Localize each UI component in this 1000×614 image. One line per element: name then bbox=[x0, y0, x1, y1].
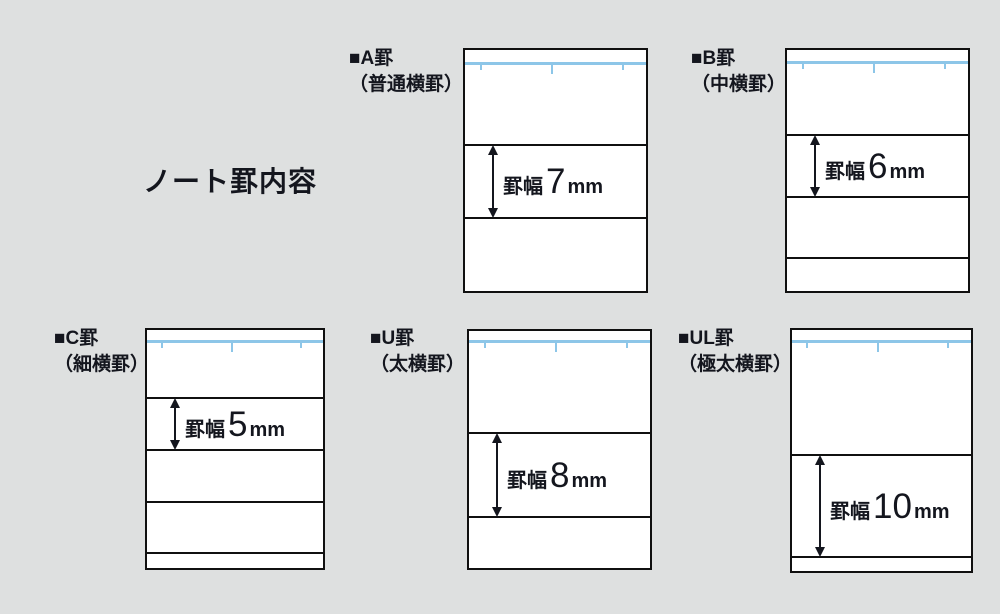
rule-line bbox=[787, 134, 968, 136]
rule-label-B: ■B罫 （中横罫） bbox=[691, 46, 786, 98]
arrow-head-up-icon bbox=[492, 433, 502, 443]
left-tick bbox=[483, 343, 486, 348]
arrow-head-down-icon bbox=[488, 208, 498, 218]
header-line bbox=[787, 61, 968, 64]
diagram-title: ノート罫内容 bbox=[143, 166, 318, 197]
left-tick bbox=[161, 343, 164, 348]
arrow-head-up-icon bbox=[170, 398, 180, 408]
measure-arrow bbox=[809, 135, 821, 197]
rule-name: ■B罫 bbox=[691, 48, 736, 69]
left-tick bbox=[479, 65, 482, 70]
rule-line bbox=[792, 556, 971, 558]
arrow-head-up-icon bbox=[810, 135, 820, 145]
header-line bbox=[147, 340, 323, 343]
right-tick bbox=[299, 343, 302, 348]
rule-name: ■C罫 bbox=[54, 328, 99, 349]
center-tick bbox=[550, 65, 553, 74]
arrow-head-up-icon bbox=[815, 455, 825, 465]
header-line bbox=[469, 340, 650, 343]
width-value: 7 bbox=[546, 162, 566, 201]
arrow-head-up-icon bbox=[488, 145, 498, 155]
center-tick bbox=[554, 343, 557, 352]
width-label-prefix: 罫幅 bbox=[185, 418, 225, 441]
arrow-head-down-icon bbox=[170, 440, 180, 450]
rule-name: ■UL罫 bbox=[678, 328, 734, 349]
width-label-prefix: 罫幅 bbox=[830, 500, 870, 523]
width-unit: mm bbox=[913, 500, 950, 523]
rule-name: ■U罫 bbox=[370, 328, 415, 349]
rule-label-A: ■A罫 （普通横罫） bbox=[349, 46, 463, 98]
measure-arrow bbox=[491, 433, 503, 517]
width-value: 10 bbox=[873, 486, 912, 526]
rule-label-C: ■C罫 （細横罫） bbox=[54, 326, 149, 378]
width-value: 8 bbox=[550, 455, 570, 495]
left-tick bbox=[806, 343, 809, 348]
rule-line bbox=[147, 397, 323, 399]
header-line bbox=[465, 62, 646, 65]
arrow-shaft bbox=[496, 440, 498, 510]
center-tick bbox=[877, 343, 880, 352]
rule-description: （普通横罫） bbox=[349, 74, 464, 95]
rule-description: （細横罫） bbox=[54, 354, 150, 375]
right-tick bbox=[947, 343, 950, 348]
rule-description: （中横罫） bbox=[691, 74, 787, 95]
width-unit: mm bbox=[249, 418, 286, 441]
width-unit: mm bbox=[571, 469, 608, 492]
width-label-prefix: 罫幅 bbox=[507, 469, 547, 492]
rule-line bbox=[787, 196, 968, 198]
header-line bbox=[792, 340, 971, 343]
left-tick bbox=[801, 64, 804, 69]
arrow-shaft bbox=[492, 152, 494, 211]
rule-line bbox=[147, 552, 323, 554]
rule-line bbox=[792, 454, 971, 456]
rule-line bbox=[147, 501, 323, 503]
measure-arrow bbox=[814, 455, 826, 557]
arrow-shaft bbox=[814, 142, 816, 190]
center-tick bbox=[872, 64, 875, 73]
rule-line bbox=[787, 257, 968, 259]
rule-line bbox=[469, 432, 650, 434]
rule-line bbox=[147, 449, 323, 451]
width-value: 5 bbox=[228, 404, 248, 444]
arrow-shaft bbox=[174, 405, 176, 443]
width-unit: mm bbox=[567, 176, 604, 198]
arrow-shaft bbox=[819, 462, 821, 550]
arrow-head-down-icon bbox=[492, 507, 502, 517]
measure-arrow bbox=[169, 398, 181, 450]
center-tick bbox=[230, 343, 233, 352]
width-unit: mm bbox=[889, 160, 926, 183]
rule-description: （極太横罫） bbox=[678, 354, 793, 375]
rule-name: ■A罫 bbox=[349, 48, 394, 69]
rule-label-U: ■U罫 （太横罫） bbox=[370, 326, 465, 378]
right-tick bbox=[944, 64, 947, 69]
rule-description: （太横罫） bbox=[370, 354, 466, 375]
arrow-head-down-icon bbox=[810, 187, 820, 197]
width-label-prefix: 罫幅 bbox=[825, 160, 865, 183]
rule-line bbox=[465, 144, 646, 146]
rule-label-UL: ■UL罫 （極太横罫） bbox=[678, 326, 792, 378]
right-tick bbox=[626, 343, 629, 348]
width-label-prefix: 罫幅 bbox=[503, 176, 543, 198]
rule-line bbox=[469, 516, 650, 518]
rule-line bbox=[465, 217, 646, 219]
width-value: 6 bbox=[868, 146, 888, 186]
right-tick bbox=[622, 65, 625, 70]
arrow-head-down-icon bbox=[815, 547, 825, 557]
measure-arrow bbox=[487, 145, 499, 218]
